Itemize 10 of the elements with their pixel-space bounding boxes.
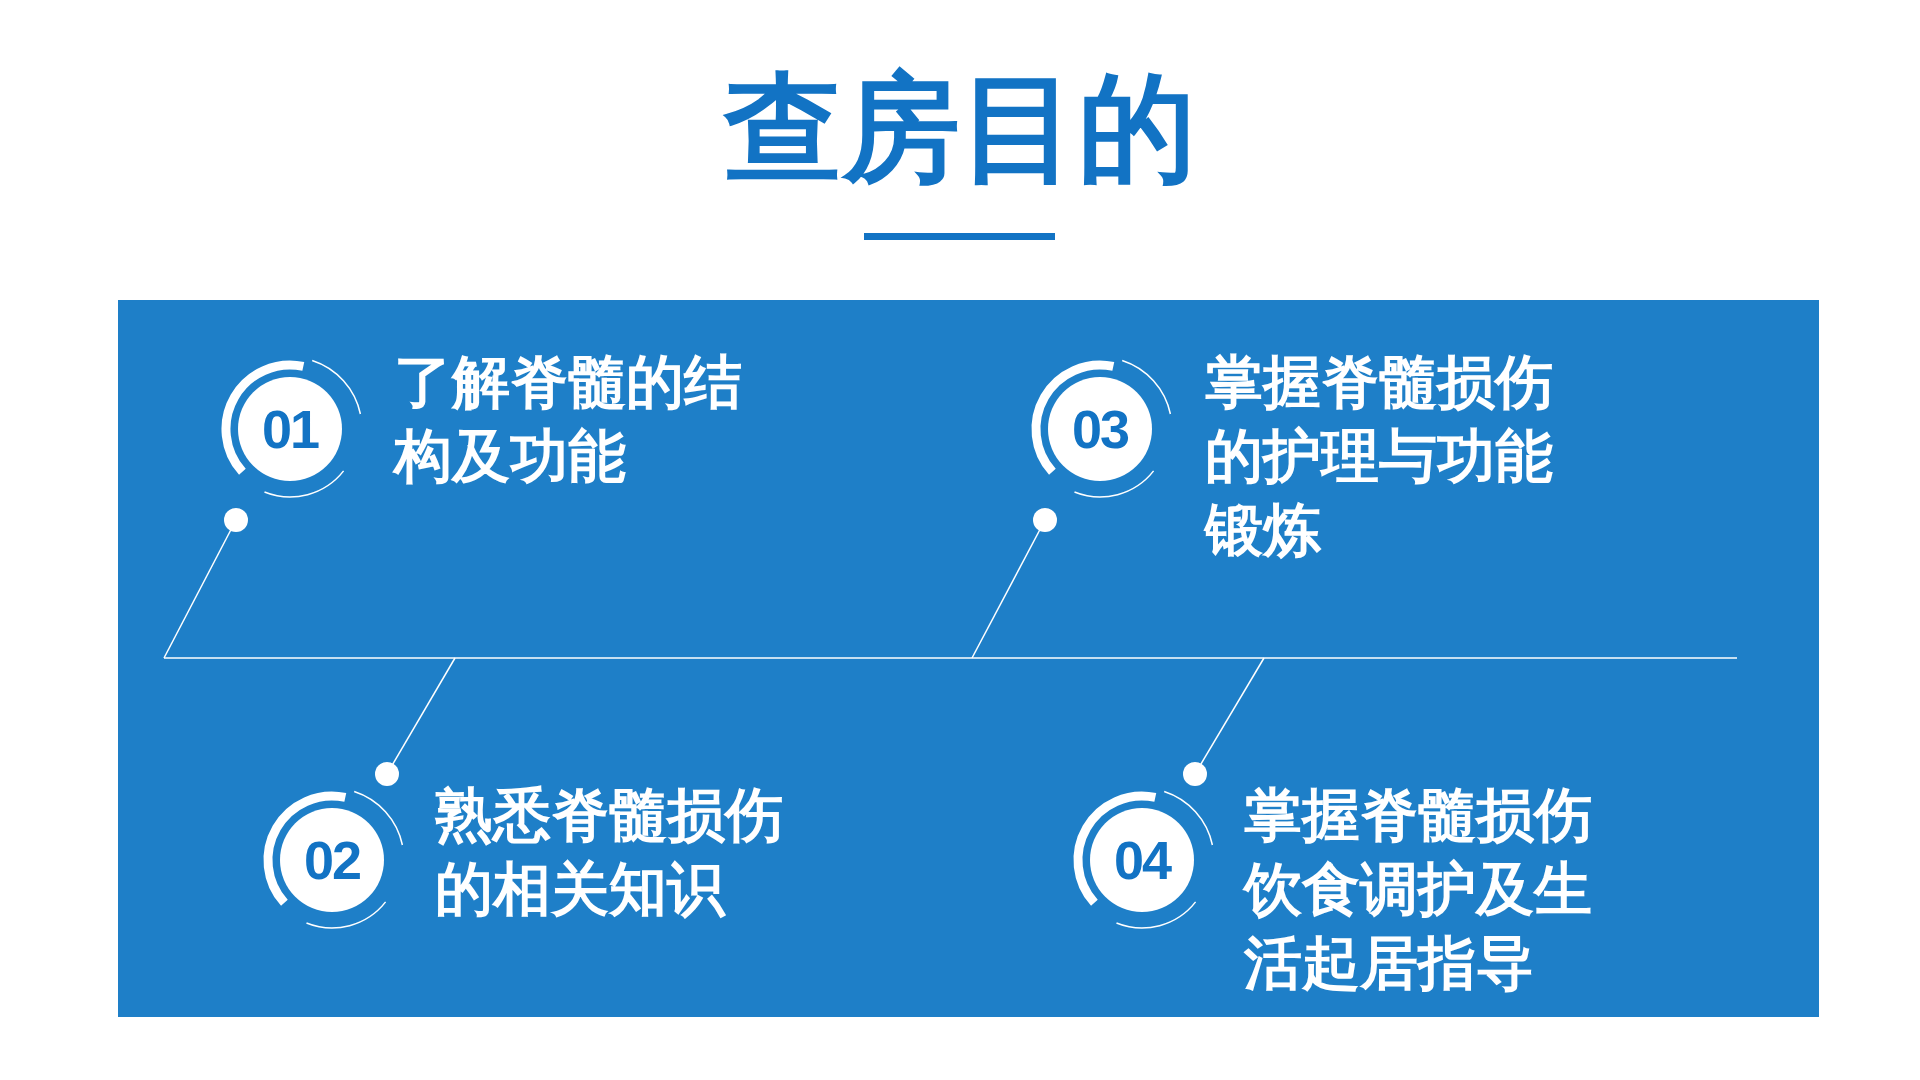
item-text: 掌握脊髓损伤的护理与功能锻炼 [1205,347,1554,566]
step-number: 01 [260,401,320,457]
title: 查房目的 [722,58,1197,198]
step-number: 02 [302,832,362,888]
item-text: 掌握脊髓损伤饮食调护及生活起居指导 [1244,780,1593,999]
step-number: 04 [1112,832,1172,888]
step-number: 03 [1070,401,1130,457]
item-text: 了解脊髓的结构及功能 [394,347,743,492]
item-text: 熟悉脊髓损伤的相关知识 [435,780,784,925]
panel-background [118,300,1819,1017]
